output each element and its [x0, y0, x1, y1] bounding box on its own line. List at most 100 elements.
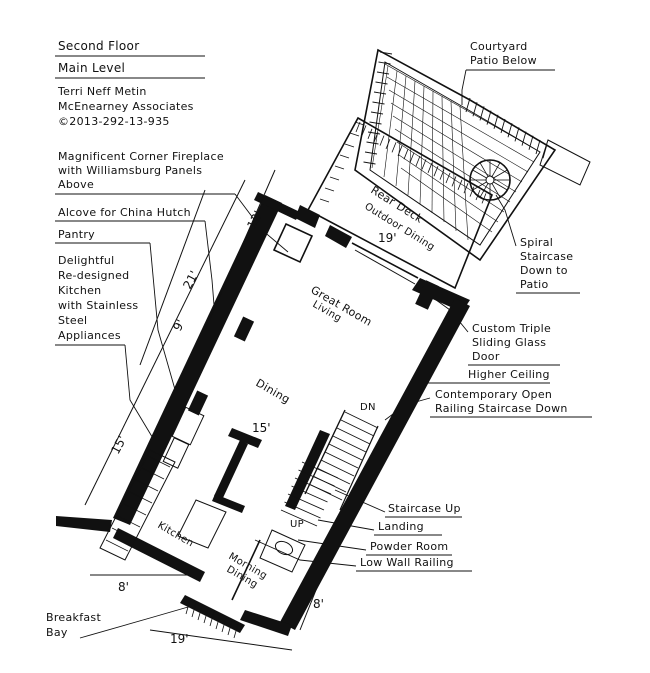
callout-stair-up: Staircase Up [388, 502, 461, 515]
dim-line-21 [139, 189, 206, 366]
patio-grid-line [394, 128, 511, 203]
sliding-door-track-2 [354, 249, 416, 285]
stair-up-tread [287, 493, 325, 511]
callout-fireplace-3: Above [58, 178, 94, 191]
spiral-tread [491, 162, 501, 177]
powder-room-toilet [274, 540, 294, 556]
patio-fence-post [376, 71, 390, 75]
patio-fence-post [373, 91, 387, 95]
callout-courtyard-1: Courtyard [470, 40, 527, 53]
kitchen-island [177, 499, 227, 549]
deck-rail-baluster [451, 176, 457, 187]
patio-grid-line [398, 154, 499, 223]
bay-window-mullion [233, 623, 239, 639]
callout-spiral-1: Spiral [520, 236, 553, 249]
kitchen-cabinet-line [123, 503, 147, 516]
deck-rail-baluster [475, 189, 481, 201]
stair-down-tread [320, 459, 355, 477]
spiral-tread [472, 181, 487, 191]
wall-kitchen-island-top [228, 428, 262, 448]
dim-8-right: 8' [313, 597, 324, 611]
title-line-2: Main Level [58, 61, 125, 75]
patio-grid-line [388, 89, 529, 173]
patio-grid-line [371, 65, 389, 169]
patio-grid-line [384, 63, 541, 153]
callout-railing-1: Contemporary Open [435, 388, 552, 401]
bay-window-mullion [197, 605, 203, 621]
column-slider [415, 280, 439, 310]
kitchen-cabinets [105, 455, 171, 552]
wall-bottom-left [56, 516, 112, 532]
patio-fence-post [486, 110, 492, 125]
sliding-door-track [351, 242, 419, 279]
kitchen-cabinet-line [147, 455, 171, 468]
deck-rail-baluster [463, 183, 469, 194]
deck-rail-baluster [339, 154, 350, 159]
patio-grid-line [419, 85, 425, 205]
stair-down-tread [332, 435, 367, 453]
stair-down-tread [340, 419, 375, 437]
patio-wall-stub [539, 139, 591, 186]
wall-breakfast-bay [180, 595, 245, 633]
patio-fence-post [370, 111, 384, 115]
spiral-tread [493, 169, 508, 179]
patio-fence-post [514, 127, 520, 142]
kitchen-cabinet-line [111, 527, 135, 540]
room-kitchen: Kitchen [156, 520, 196, 549]
callout-kitchen-5: Steel [58, 314, 87, 327]
title-line-1: Second Floor [58, 39, 139, 53]
wall-bottom-kitchen [113, 528, 205, 582]
patio-grid-line [407, 80, 416, 196]
staircase-up [280, 461, 339, 527]
callout-spiral-3: Down to [520, 264, 568, 277]
fireplace [272, 222, 314, 264]
dim-line-top [204, 169, 276, 331]
column-alcove [233, 316, 255, 342]
callout-sliding-1: Custom Triple [472, 322, 551, 335]
patio-fence-post [367, 131, 381, 135]
patio-fence-post [479, 106, 485, 121]
kitchen-cabinet-line [105, 539, 129, 552]
callout-spiral-4: Patio [520, 278, 548, 291]
patio-fence-post [500, 118, 506, 134]
kitchen-cabinet-line [129, 491, 153, 504]
patio-inner [369, 61, 541, 246]
bay-window-mullion [227, 620, 233, 636]
callout-railing-2: Railing Staircase Down [435, 402, 568, 415]
room-dining: Dining [254, 376, 293, 406]
spiral-staircase-core [485, 175, 495, 185]
callout-fireplace-2: with Williamsburg Panels [58, 164, 202, 177]
dim-19-top: 19' [378, 231, 397, 245]
patio-grid [371, 63, 541, 241]
stair-dn-label: DN [360, 402, 376, 413]
wall-top-left [254, 192, 300, 220]
dim-line-8-right [299, 579, 321, 631]
callout-sliding-3: Door [472, 350, 500, 363]
stair-up-tread [294, 477, 332, 495]
stair-down-tread [344, 411, 379, 429]
bay-window-mullion [191, 602, 197, 618]
wall-bottom-right [240, 610, 292, 636]
wall-kitchen-island-side [214, 440, 248, 500]
patio-fence-post [372, 101, 385, 105]
patio-fence-post [375, 81, 388, 85]
patio-fence-post [472, 102, 478, 117]
deck-rail-baluster [367, 128, 373, 139]
patio-fence-post [507, 123, 513, 138]
patio-grid-line [441, 95, 445, 223]
kitchen-leader [124, 344, 161, 451]
breakfast-leader [79, 604, 196, 639]
spiral-tread [493, 181, 508, 191]
house-walls [56, 192, 470, 636]
deck-rail-baluster [391, 142, 397, 153]
callout-kitchen-1: Delightful [58, 254, 115, 267]
patio-fence [363, 51, 548, 165]
patio-fence-post [465, 97, 471, 113]
column-dining [187, 390, 209, 416]
wall-right-exterior [280, 298, 470, 630]
stair-up-tread [284, 501, 321, 519]
callout-low-wall: Low Wall Railing [360, 556, 454, 569]
stair-down-tread [324, 451, 359, 469]
courtyard-patio [354, 48, 591, 262]
